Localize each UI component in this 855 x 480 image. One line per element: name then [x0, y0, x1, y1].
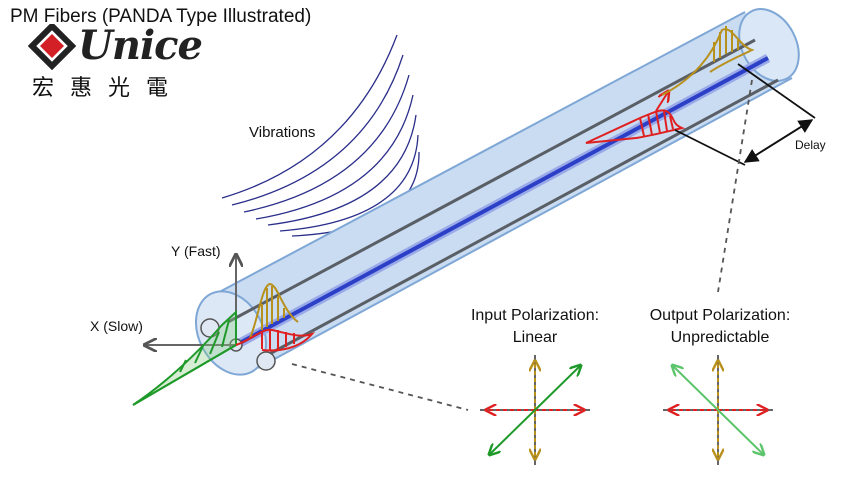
input-wave-slow: [235, 328, 316, 352]
output-wave-slow: [585, 92, 686, 144]
unice-logo: Unice 宏惠光電: [24, 20, 204, 101]
diagram-title: PM Fibers (PANDA Type Illustrated): [10, 6, 312, 27]
logo-wordmark: Unice: [78, 22, 203, 69]
input-polarization-line2: Linear: [512, 329, 558, 346]
output-wave-fast: [661, 26, 755, 96]
output-polarization-line1: Output Polarization:: [649, 307, 791, 324]
logo-chinese-name: 宏惠光電: [32, 76, 185, 101]
output-polarization-label: Output Polarization: Unpredictable: [628, 305, 812, 349]
vibrations-label: Vibrations: [249, 124, 316, 141]
delay-indicator: [674, 63, 816, 166]
output-polarization-line2: Unpredictable: [670, 329, 770, 346]
input-polarization-label: Input Polarization: Linear: [452, 305, 618, 349]
leader-lines: [291, 79, 753, 411]
logo-mark-icon: [28, 24, 77, 70]
x-axis-label: X (Slow): [90, 318, 143, 334]
vibration-lines: [221, 34, 420, 237]
input-polarization-line1: Input Polarization:: [470, 307, 600, 324]
input-wave-green: [132, 309, 237, 406]
fiber-core: [200, 54, 771, 371]
input-wave-fast: [249, 282, 299, 339]
stress-rods: [227, 38, 779, 360]
y-axis-label: Y (Fast): [171, 243, 221, 259]
input-polarization-diagram: [480, 355, 590, 465]
output-polarization-diagram: [663, 355, 773, 465]
delay-label: Delay: [795, 138, 826, 152]
